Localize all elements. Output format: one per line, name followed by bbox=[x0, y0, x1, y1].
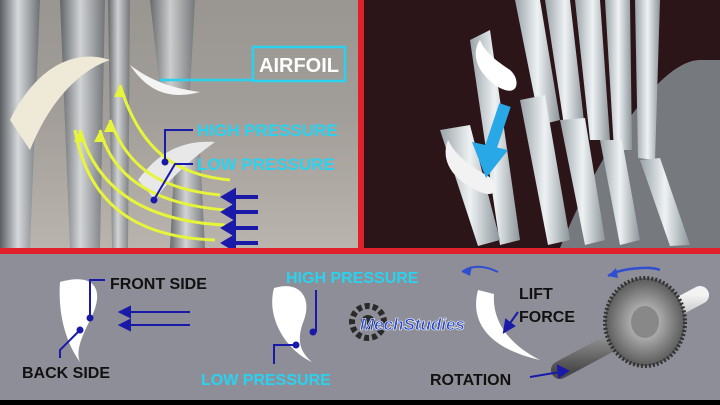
logo-text: MechStudies bbox=[360, 315, 465, 334]
rotation-label: ROTATION bbox=[430, 372, 511, 389]
high-pressure-label-top: HIGH PRESSURE bbox=[197, 121, 338, 140]
lift-line-2: FORCE bbox=[519, 309, 575, 326]
airfoil-lift bbox=[476, 290, 540, 360]
low-pressure-leader-bottom bbox=[273, 344, 296, 364]
gear-icon bbox=[349, 303, 387, 341]
rotation-arc-left bbox=[461, 265, 499, 273]
low-pressure-label-bottom: LOW PRESSURE bbox=[201, 372, 331, 389]
high-pressure-dot-bottom bbox=[309, 328, 317, 336]
airfoil-label-box bbox=[251, 45, 347, 83]
incoming-flow-arrows bbox=[220, 187, 258, 253]
back-side-dot bbox=[76, 326, 84, 334]
airfoil-shape bbox=[138, 141, 215, 200]
top-left-panel: AIRFOIL HIGH PRESSURE LOW PRESSURE bbox=[0, 0, 360, 253]
front-side-dot bbox=[86, 314, 94, 322]
airfoil-shape bbox=[130, 65, 200, 95]
low-pressure-label-top: LOW PRESSURE bbox=[197, 155, 335, 174]
high-pressure-leader bbox=[164, 129, 193, 160]
rotation-pointer bbox=[529, 364, 570, 379]
gear-hub bbox=[361, 315, 375, 329]
force-arrow bbox=[472, 103, 511, 178]
highlight-blade-bottom bbox=[445, 140, 496, 195]
flow-arrowheads bbox=[74, 85, 126, 142]
lift-arrow bbox=[502, 311, 519, 334]
mechstudies-logo: MechStudies bbox=[349, 303, 465, 341]
low-pressure-dot bbox=[150, 196, 158, 204]
back-side-leader bbox=[59, 329, 81, 358]
blade-disk-teeth bbox=[603, 276, 687, 368]
high-pressure-dot bbox=[161, 158, 169, 166]
red-frame bbox=[0, 0, 720, 254]
front-side-label: FRONT SIDE bbox=[110, 276, 207, 293]
rotation-arrowhead-right bbox=[608, 268, 618, 278]
airfoil-label: AIRFOIL bbox=[259, 55, 339, 77]
highlight-blade-top bbox=[475, 40, 517, 91]
blade-shape bbox=[150, 0, 195, 90]
rotation-arrowhead-left bbox=[462, 266, 472, 276]
flow-arrows-bottom-left bbox=[117, 305, 190, 332]
disk-hub bbox=[631, 306, 659, 338]
back-side-label: BACK SIDE bbox=[22, 365, 110, 382]
airfoil-pressure bbox=[272, 286, 312, 362]
low-pressure-dot-bottom bbox=[292, 341, 300, 349]
top-right-panel bbox=[364, 0, 720, 248]
rotor-assembly bbox=[551, 266, 709, 379]
airfoil-shape bbox=[10, 56, 110, 151]
high-pressure-label-bottom: HIGH PRESSURE bbox=[286, 270, 419, 287]
front-side-leader bbox=[89, 279, 105, 318]
bottom-panel: FRONT SIDE BACK SIDE HIGH PRESSURE LOW P… bbox=[0, 254, 720, 400]
flow-lines bbox=[73, 84, 231, 242]
lift-line-1: LIFT bbox=[519, 286, 553, 303]
low-pressure-leader bbox=[154, 163, 193, 199]
